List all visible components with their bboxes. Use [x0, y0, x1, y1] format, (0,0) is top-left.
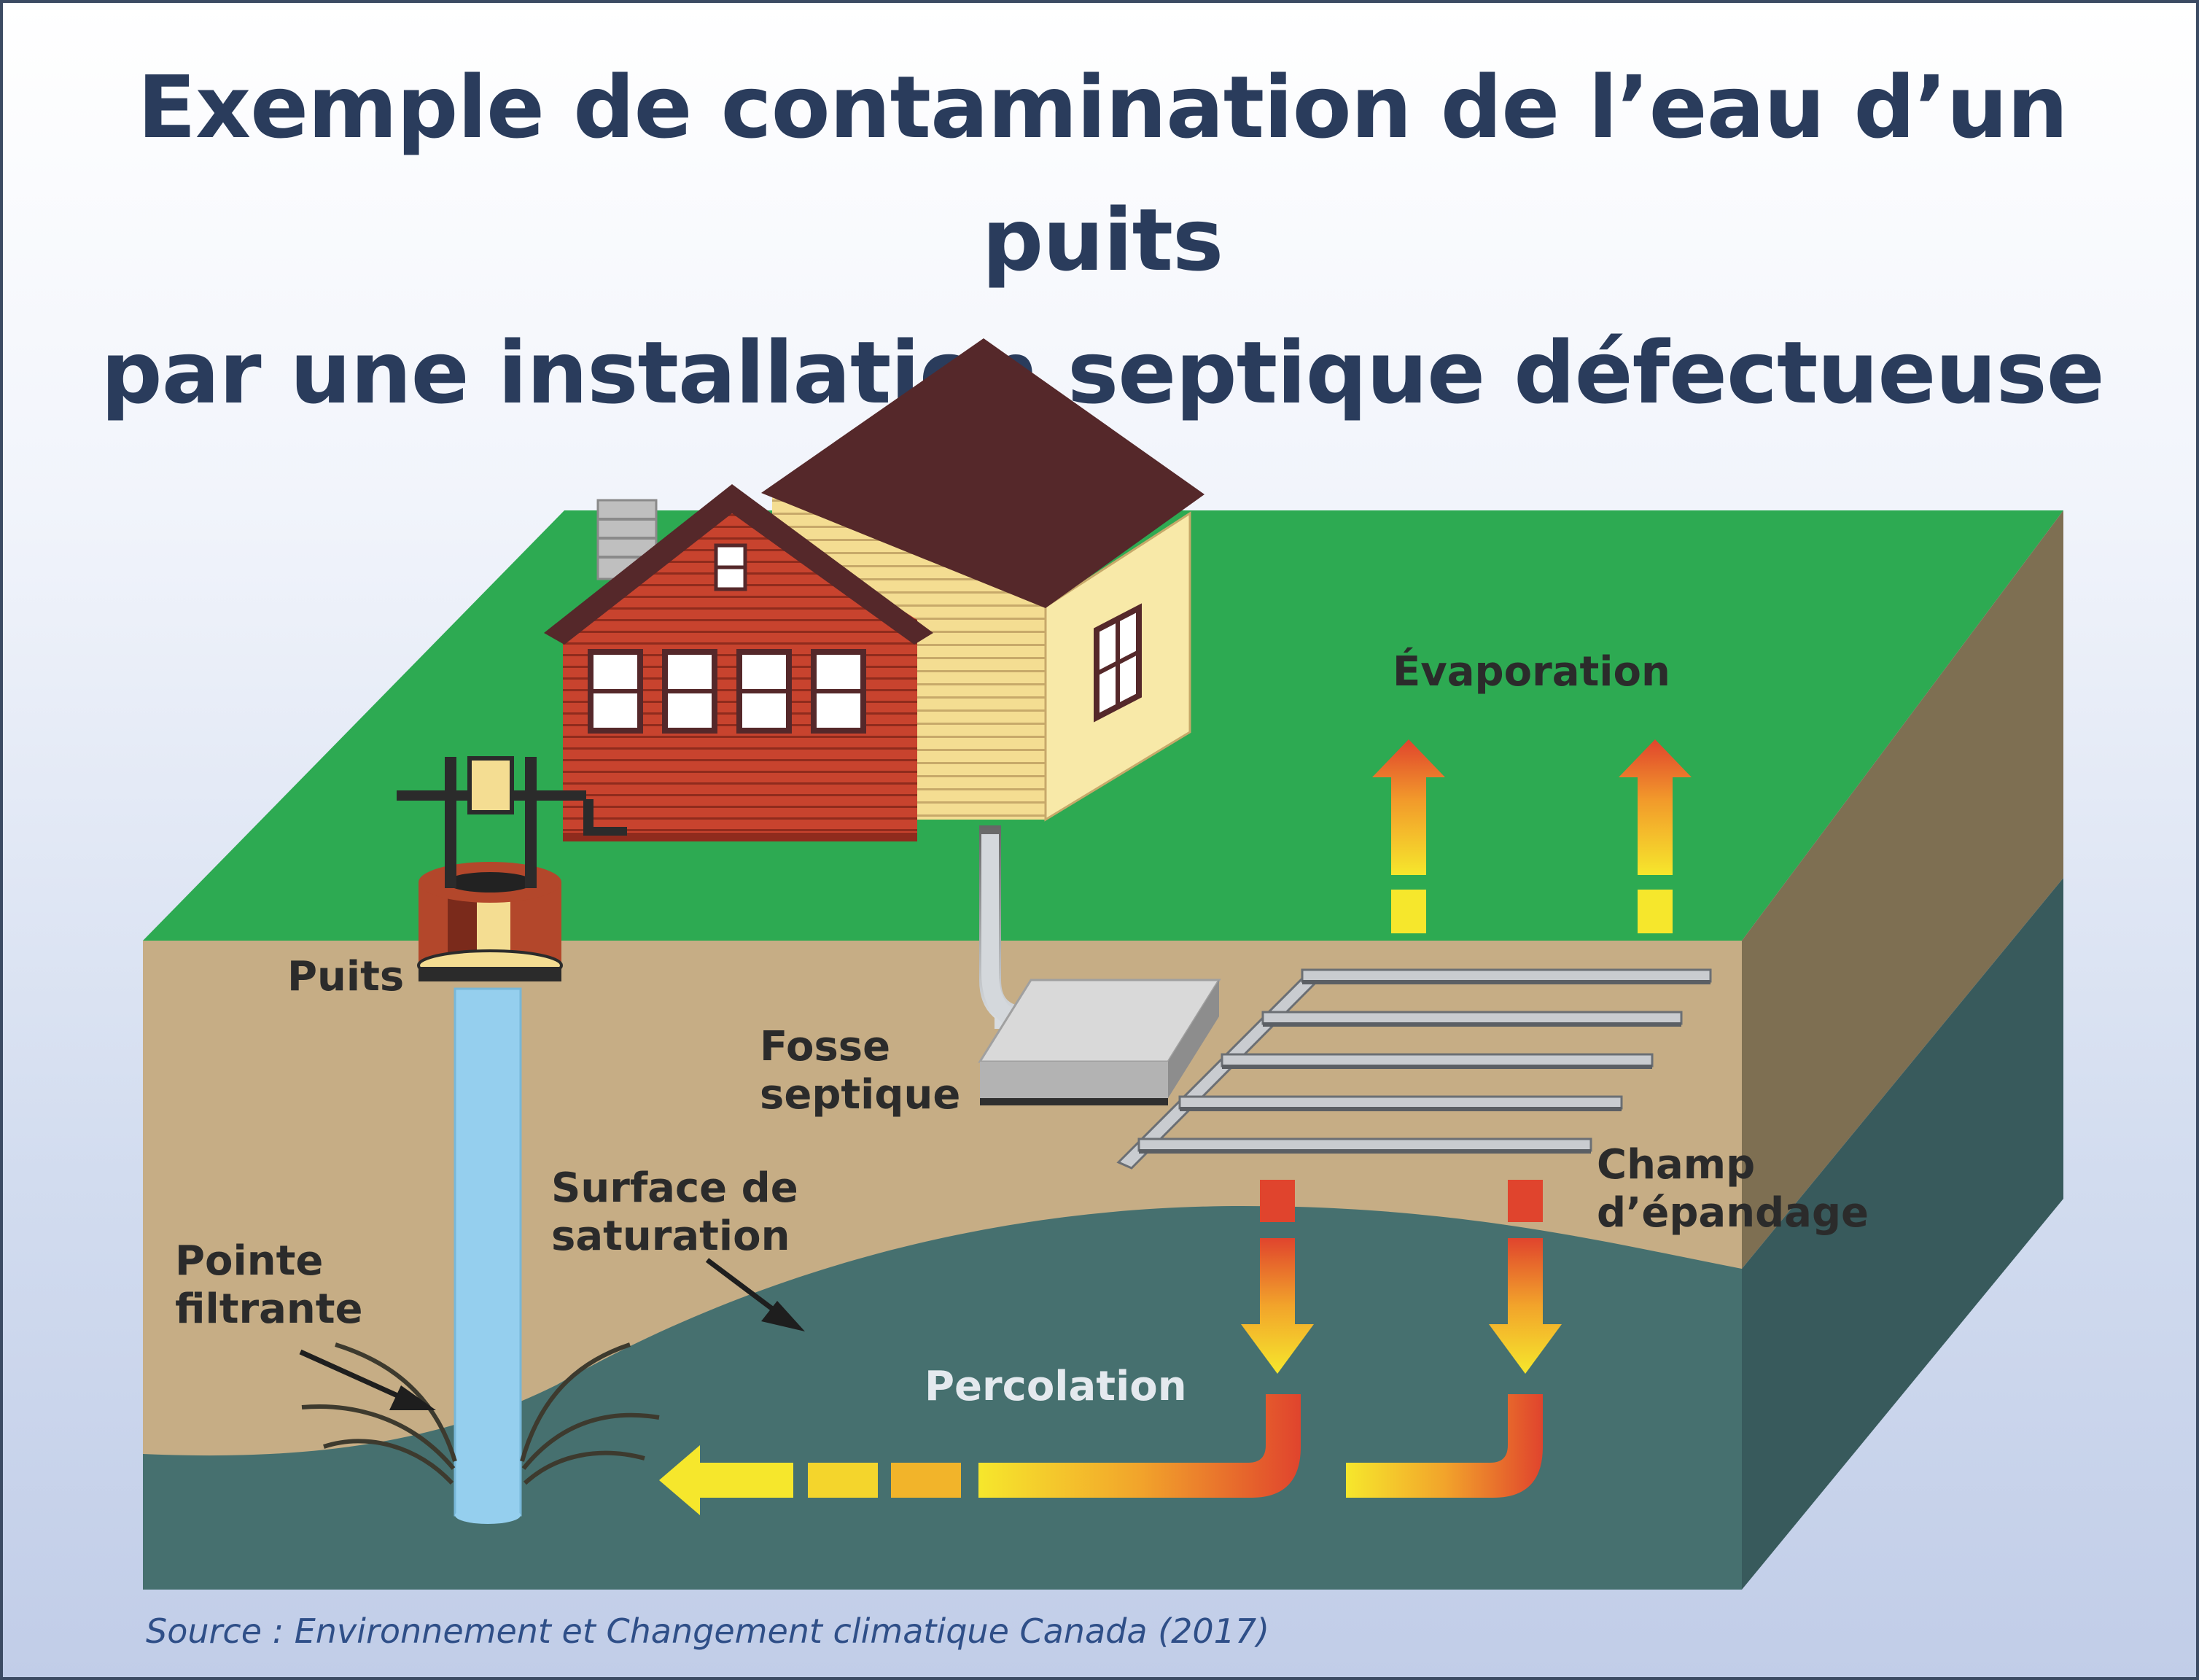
label-drain-field-line2: d’épandage: [1597, 1189, 1869, 1237]
contamination-diagram: Évaporation Puits Fosse septique Champ d…: [143, 338, 2063, 1590]
source-caption: Source : Environnement et Changement cli…: [146, 1611, 1270, 1651]
well-crank: [397, 756, 627, 888]
drain-pipe: [1301, 968, 1712, 984]
front-window: [662, 649, 717, 734]
label-well-point-line2: filtrante: [175, 1286, 363, 1333]
well: [397, 756, 627, 1524]
drain-field-pipes: [1116, 968, 1712, 1170]
evaporation-arrow: [1619, 739, 1692, 933]
well-head: [417, 862, 563, 981]
house-yellow-roof: [761, 338, 1204, 608]
front-windows: [588, 649, 866, 734]
label-well: Puits: [287, 953, 404, 1000]
groundwater-side-face: [1742, 878, 2063, 1590]
front-window: [811, 649, 866, 734]
percolation-down-arrow: [1241, 1180, 1314, 1374]
label-septic-tank-line1: Fosse: [760, 1023, 890, 1070]
label-drain-field-line1: Champ: [1597, 1141, 1755, 1189]
drain-pipe: [1137, 1138, 1592, 1154]
drain-pipe: [1261, 1011, 1683, 1027]
house-red-base: [563, 833, 917, 841]
page-title: Exemple de contamination de l’eau d’un p…: [3, 41, 2196, 439]
label-saturation-line2: saturation: [551, 1213, 790, 1260]
label-evaporation: Évaporation: [1393, 648, 1670, 696]
drain-pipe: [1178, 1095, 1623, 1111]
house-red-roof: [544, 484, 933, 645]
groundwater-front: [143, 1206, 1742, 1590]
label-percolation: Percolation: [925, 1363, 1187, 1410]
house-red: [544, 484, 933, 841]
label-well-point-line1: Pointe: [175, 1237, 323, 1285]
drain-pipe: [1221, 1053, 1654, 1069]
front-window: [588, 649, 643, 734]
label-saturation-line1: Surface de: [551, 1164, 798, 1212]
saturation-pointer-arrow: [705, 1258, 805, 1331]
percolation-down-arrow: [1489, 1180, 1562, 1374]
title-line-2: par une installation septique défectueus…: [101, 322, 2104, 423]
flow-elbow-arrow: [1346, 1394, 1543, 1498]
soil-side-face: [1742, 510, 2063, 1269]
chimney: [596, 499, 658, 580]
front-window: [736, 649, 792, 734]
flow-to-well-arrow: [659, 1394, 1301, 1515]
house-side-window: [1094, 603, 1142, 723]
evaporation-arrow: [1372, 739, 1445, 933]
well-point-blades: [301, 1342, 660, 1485]
label-septic-tank-line2: septique: [760, 1071, 960, 1119]
septic-tank: [978, 979, 1221, 1105]
title-line-1: Exemple de contamination de l’eau d’un p…: [137, 57, 2068, 290]
well-shaft: [454, 987, 522, 1517]
attic-window: [714, 543, 747, 591]
well-point-pointer-arrow: [299, 1349, 436, 1410]
